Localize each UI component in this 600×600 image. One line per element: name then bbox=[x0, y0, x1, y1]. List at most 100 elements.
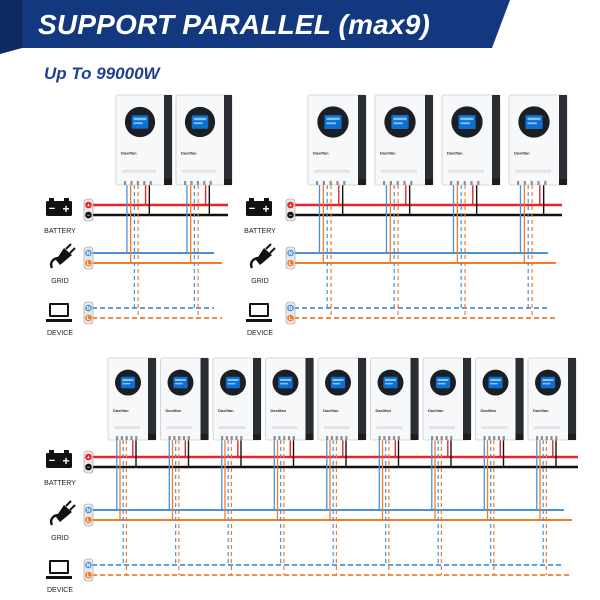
plug-icon-pin bbox=[69, 504, 76, 511]
lcd-screen bbox=[173, 376, 188, 389]
terminal-bottom bbox=[85, 516, 92, 524]
terminal-sign: N bbox=[87, 251, 91, 257]
cable-gland bbox=[173, 436, 176, 440]
lcd-line bbox=[227, 378, 239, 382]
lcd-line bbox=[332, 382, 341, 385]
cable-gland bbox=[130, 436, 133, 440]
inverter-side-panel bbox=[358, 95, 366, 185]
grid-label: GRID bbox=[51, 535, 69, 542]
inverter-brand-label: Daxlifan bbox=[323, 408, 339, 413]
terminal-cover bbox=[324, 426, 350, 430]
battery-icon-terminal bbox=[264, 198, 269, 201]
cable-gland bbox=[273, 436, 276, 440]
lcd-line bbox=[437, 378, 449, 382]
terminal-block bbox=[83, 301, 94, 325]
device-icon-screen bbox=[51, 305, 67, 315]
device-icon bbox=[46, 560, 72, 579]
inverter-brand-label: Daxlifan bbox=[380, 150, 396, 155]
inverter-brand-label: Daxlifan bbox=[428, 408, 444, 413]
battery-icon bbox=[46, 198, 72, 216]
plug-icon bbox=[249, 243, 276, 269]
battery-plus-sign: + bbox=[62, 202, 69, 216]
lcd-line bbox=[490, 382, 498, 385]
inverter-side-panel bbox=[253, 358, 261, 440]
cable-gland bbox=[396, 181, 399, 185]
inverter-side-foot bbox=[200, 434, 209, 440]
inverter-side-foot bbox=[358, 179, 366, 185]
terminal-cover bbox=[534, 426, 560, 430]
lcd-screen bbox=[540, 376, 556, 389]
cable-gland bbox=[497, 436, 501, 440]
inverter-side-panel bbox=[492, 95, 500, 185]
inverter-brand-label: Daxlifan bbox=[514, 150, 530, 155]
lcd-screen bbox=[391, 114, 409, 130]
battery-icon-terminal bbox=[49, 198, 54, 201]
lcd-line bbox=[332, 378, 344, 382]
cable-gland bbox=[537, 181, 540, 185]
inverter-brand-label: Daxlifan bbox=[533, 408, 549, 413]
lcd-line bbox=[437, 382, 446, 385]
terminal-sign: L bbox=[87, 316, 91, 322]
title-banner bbox=[0, 0, 510, 54]
lcd-line bbox=[133, 117, 147, 121]
cable-gland bbox=[545, 436, 548, 440]
lcd-line bbox=[326, 122, 336, 125]
cable-gland bbox=[136, 181, 139, 185]
terminal-sign: N bbox=[289, 306, 293, 312]
terminal-block bbox=[83, 503, 94, 527]
inverter-unit: Daxlifan bbox=[370, 357, 419, 441]
device-icon-keyboard bbox=[46, 319, 72, 322]
lcd-line bbox=[527, 117, 541, 121]
terminal-sign: + bbox=[87, 203, 90, 209]
lcd-line bbox=[385, 378, 396, 382]
terminal-block bbox=[285, 198, 296, 222]
lcd-line bbox=[175, 382, 183, 385]
cable-gland bbox=[287, 436, 291, 440]
terminal-bottom bbox=[287, 211, 294, 219]
terminal-top bbox=[287, 201, 294, 209]
inverter-side-foot bbox=[148, 434, 156, 440]
plug-icon-head bbox=[56, 248, 72, 265]
cable-gland bbox=[283, 436, 286, 440]
cable-gland bbox=[431, 436, 434, 440]
lcd-screen bbox=[278, 376, 293, 389]
inverter-unit: Daxlifan bbox=[441, 94, 501, 186]
cable-gland bbox=[450, 436, 453, 440]
device-icon-keyboard bbox=[246, 319, 272, 322]
inverter-unit: Daxlifan bbox=[175, 94, 233, 186]
cable-gland bbox=[456, 181, 459, 185]
lcd-screen bbox=[383, 376, 398, 389]
inverter-brand-label: Daxlifan bbox=[121, 150, 137, 155]
terminal-sign: N bbox=[87, 306, 91, 312]
cable-gland bbox=[130, 181, 133, 185]
inverter-side-foot bbox=[559, 179, 567, 185]
terminal-sign: L bbox=[289, 261, 293, 267]
battery-icon-terminal bbox=[64, 198, 69, 201]
cable-gland bbox=[116, 436, 119, 440]
inverter-side-foot bbox=[463, 434, 471, 440]
inverter-unit: Daxlifan bbox=[527, 357, 577, 441]
cable-gland bbox=[523, 181, 526, 185]
terminal-cover bbox=[429, 426, 455, 430]
terminal-bottom bbox=[85, 463, 92, 471]
terminal-cover bbox=[314, 169, 350, 173]
terminal-sign: − bbox=[87, 213, 90, 219]
cable-gland bbox=[329, 181, 332, 185]
lcd-screen bbox=[225, 376, 241, 389]
terminal-top bbox=[85, 506, 92, 514]
inverter-side-panel bbox=[515, 358, 524, 440]
terminal-top bbox=[85, 304, 92, 312]
power-subtitle: Up To 99000W bbox=[44, 64, 160, 83]
terminal-sign: + bbox=[87, 455, 90, 461]
terminal-sign: N bbox=[289, 251, 293, 257]
cable-gland bbox=[555, 436, 558, 440]
cable-gland bbox=[397, 436, 400, 440]
lcd-line bbox=[326, 117, 340, 121]
terminal-cover bbox=[515, 169, 551, 173]
grid-label: GRID bbox=[51, 278, 69, 285]
lcd-line bbox=[133, 122, 143, 125]
lcd-screen bbox=[435, 376, 451, 389]
lcd-line bbox=[527, 122, 537, 125]
cable-gland bbox=[230, 436, 233, 440]
terminal-top bbox=[287, 304, 294, 312]
